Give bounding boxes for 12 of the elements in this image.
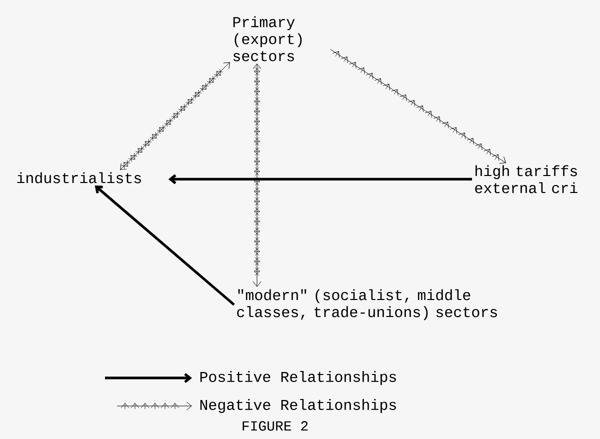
arrow <box>168 174 472 184</box>
node-label: "modern" (socialist, middle classes, trade-unions) sectors <box>237 289 497 320</box>
arrow <box>94 185 235 306</box>
node-label: high tariffs external cri <box>475 165 578 194</box>
arrow <box>252 64 262 287</box>
node-label: industrialists <box>17 172 141 184</box>
node-label: Primary (export) sectors <box>233 16 302 62</box>
arrow <box>120 62 230 170</box>
legend-text: Negative Relationships <box>200 399 396 413</box>
legend-text: Positive Relationships <box>200 371 396 385</box>
caption: FIGURE 2 <box>242 421 308 431</box>
arrow <box>330 49 506 164</box>
